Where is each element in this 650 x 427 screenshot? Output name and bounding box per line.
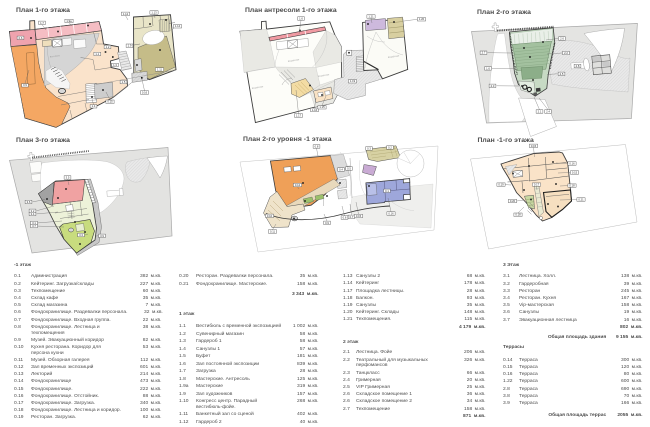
svg-text:0.5: 0.5: [347, 166, 351, 170]
svg-text:1.14: 1.14: [175, 24, 181, 28]
svg-text:3.6: 3.6: [27, 200, 31, 204]
svg-text:2.2: 2.2: [564, 51, 568, 55]
svg-text:2.1: 2.1: [538, 110, 542, 114]
svg-text:1.4: 1.4: [92, 104, 96, 108]
svg-text:1.11: 1.11: [157, 68, 163, 72]
svg-text:1.6: 1.6: [486, 66, 490, 70]
svg-text:0.16: 0.16: [569, 161, 575, 165]
svg-text:1.1: 1.1: [95, 52, 99, 56]
svg-text:1.21: 1.21: [368, 14, 374, 18]
svg-text:0.1: 0.1: [385, 189, 389, 193]
svg-text:0.16: 0.16: [388, 211, 394, 215]
svg-text:0.17: 0.17: [534, 183, 540, 187]
svg-text:1.19: 1.19: [350, 79, 356, 83]
svg-text:0.16: 0.16: [142, 91, 148, 95]
svg-text:0.18: 0.18: [569, 184, 575, 188]
svg-text:2.5: 2.5: [560, 72, 564, 76]
svg-text:1.20: 1.20: [419, 17, 425, 21]
svg-text:1.7: 1.7: [40, 21, 44, 25]
svg-text:3.3: 3.3: [79, 233, 83, 237]
svg-text:1.15: 1.15: [319, 105, 325, 109]
svg-text:1.17: 1.17: [296, 114, 302, 118]
svg-text:0.9: 0.9: [23, 83, 27, 87]
svg-text:0.8: 0.8: [315, 144, 319, 148]
svg-text:0.21: 0.21: [578, 197, 584, 201]
svg-text:1.16: 1.16: [312, 108, 318, 112]
svg-text:3.9: 3.9: [100, 234, 104, 238]
svg-text:0.15: 0.15: [107, 100, 113, 104]
svg-text:0.18: 0.18: [515, 213, 521, 217]
svg-text:3.4: 3.4: [31, 212, 35, 216]
svg-text:1.13: 1.13: [151, 10, 157, 14]
svg-text:0.7: 0.7: [350, 215, 354, 219]
svg-text:0.10: 0.10: [267, 214, 273, 218]
svg-text:0.4: 0.4: [339, 167, 343, 171]
svg-text:2.4: 2.4: [546, 110, 550, 114]
svg-text:1.5: 1.5: [122, 80, 126, 84]
svg-text:0.11: 0.11: [270, 229, 276, 233]
svg-text:3.7: 3.7: [32, 224, 36, 228]
svg-text:0.19: 0.19: [498, 183, 504, 187]
svg-text:0.20: 0.20: [510, 199, 516, 203]
svg-text:2.6: 2.6: [560, 37, 564, 41]
svg-text:2.7: 2.7: [482, 51, 486, 55]
svg-text:0.2: 0.2: [388, 145, 392, 149]
svg-text:1.9а: 1.9а: [66, 19, 72, 23]
svg-text:0.12: 0.12: [295, 183, 301, 187]
svg-text:0.15: 0.15: [356, 214, 362, 218]
svg-text:1.12: 1.12: [123, 12, 129, 16]
svg-text:0.6: 0.6: [19, 36, 23, 40]
svg-text:2.3: 2.3: [491, 84, 495, 88]
svg-text:0.15: 0.15: [531, 144, 537, 148]
svg-text:0.9: 0.9: [325, 221, 329, 225]
svg-text:1.6: 1.6: [299, 16, 303, 20]
svg-text:3.5: 3.5: [66, 175, 70, 179]
svg-text:2.8: 2.8: [576, 64, 580, 68]
svg-text:1.9: 1.9: [128, 44, 132, 48]
svg-text:1.3: 1.3: [113, 63, 117, 67]
svg-text:0.3: 0.3: [367, 146, 371, 150]
svg-text:1.2: 1.2: [106, 45, 110, 49]
svg-text:0.6: 0.6: [343, 215, 347, 219]
svg-text:0.15: 0.15: [572, 170, 578, 174]
